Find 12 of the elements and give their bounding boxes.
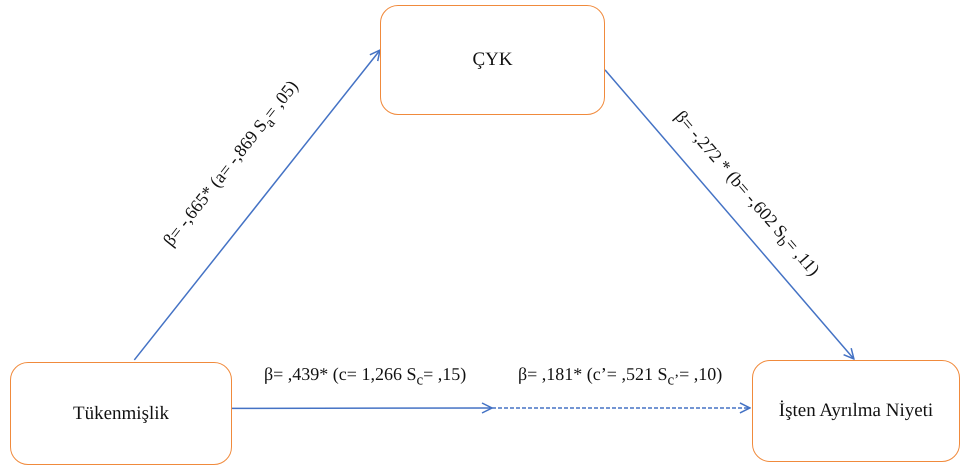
edge-label: β= ,181* (c’= ,521 S$_{c’}$= ,10) bbox=[518, 364, 722, 390]
variable-box bbox=[380, 5, 605, 115]
arrow bbox=[604, 69, 855, 360]
variable-box bbox=[10, 362, 232, 465]
arrow bbox=[232, 402, 493, 414]
node-label: ÇYK bbox=[472, 49, 513, 71]
arrow bbox=[492, 402, 751, 414]
node-label: Tükenmişlik bbox=[72, 402, 170, 424]
edge-label: β= ,439* (c= 1,266 S$_{c}$= ,15) bbox=[264, 364, 466, 390]
arrow bbox=[134, 49, 381, 360]
variable-box bbox=[752, 360, 960, 462]
node-label: İşten Ayrılma Niyeti bbox=[778, 400, 934, 422]
